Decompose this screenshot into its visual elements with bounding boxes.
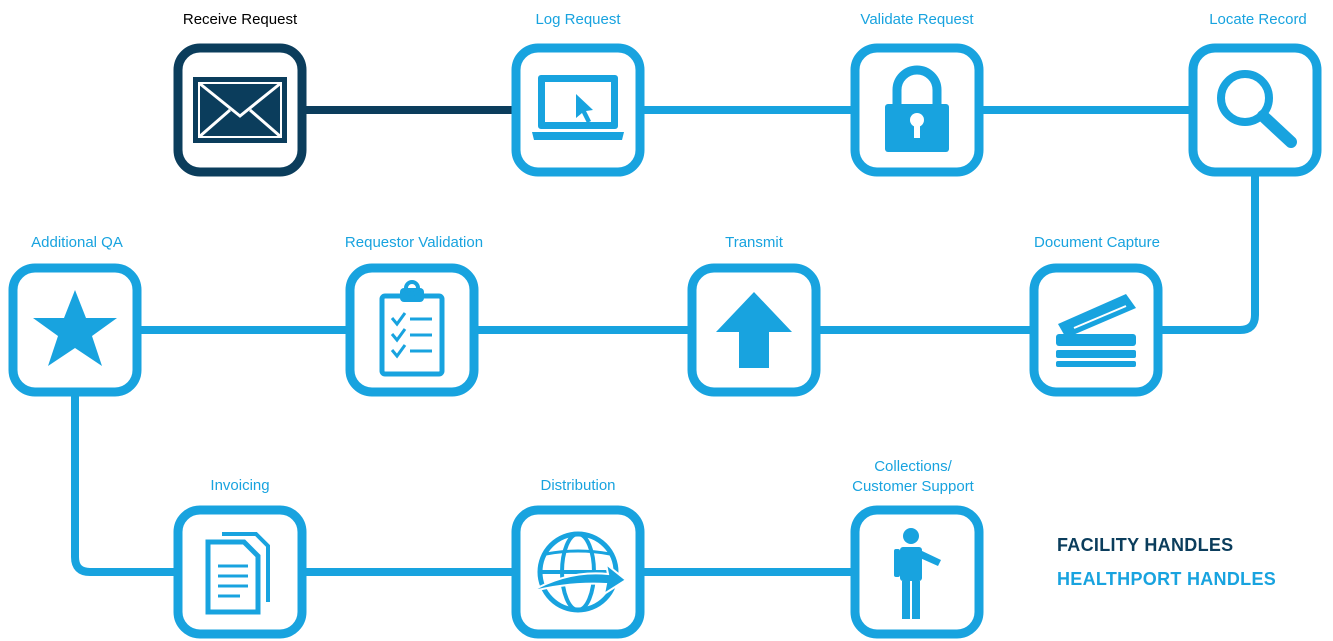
step-locate-record	[1188, 43, 1322, 177]
step-requestor-validation	[345, 263, 479, 397]
star-icon	[33, 290, 117, 366]
label-validate-request: Validate Request	[860, 11, 974, 28]
step-additional-qa	[8, 263, 142, 397]
connectors	[71, 106, 1259, 576]
label-additional-qa: Additional QA	[31, 234, 123, 251]
arrow-up-icon	[716, 292, 792, 368]
connector-locate-capture	[1160, 170, 1259, 334]
step-validate-request	[850, 43, 984, 177]
step-collections-customer-support	[850, 505, 984, 639]
label-distribution: Distribution	[540, 477, 616, 494]
scanner-icon	[1056, 294, 1136, 367]
step-receive-request	[173, 43, 307, 177]
label-locate-record: Locate Record	[1209, 11, 1307, 28]
connector-qa-invoicing	[71, 395, 178, 576]
documents-icon	[205, 532, 270, 615]
person-pointing-icon	[894, 528, 941, 619]
magnifier-icon	[1217, 70, 1297, 148]
step-invoicing	[173, 505, 307, 639]
label-document-capture: Document Capture	[1034, 234, 1160, 251]
label-transmit: Transmit	[725, 234, 783, 251]
laptop-cursor-icon	[532, 75, 624, 140]
step-transmit	[687, 263, 821, 397]
legend-facility: FACILITY HANDLES	[1057, 535, 1234, 555]
label-log-request: Log Request	[535, 11, 621, 28]
legend-healthport: HEALTHPORT HANDLES	[1057, 569, 1277, 589]
padlock-icon	[885, 65, 949, 152]
label-receive-request: Receive Request	[182, 11, 298, 28]
step-document-capture	[1029, 263, 1163, 397]
label-invoicing: Invoicing	[210, 477, 270, 494]
globe-icon	[529, 531, 628, 613]
label-requestor-validation: Requestor Validation	[344, 234, 484, 251]
label-collections-customer-support: Collections/ Customer Support	[852, 458, 974, 495]
clipboard-icon	[379, 280, 445, 377]
step-log-request	[511, 43, 645, 177]
envelope-icon	[193, 77, 287, 143]
step-distribution	[511, 505, 645, 639]
